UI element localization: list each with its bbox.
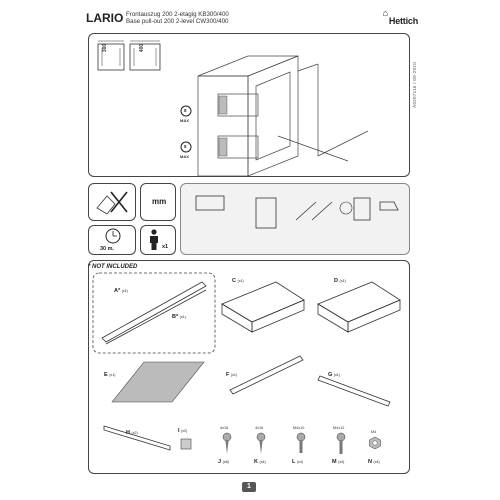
header: LARIO Frontauszug 200 2-etagig KB300/400…: [86, 8, 414, 28]
part-c-label: C (x1): [232, 278, 244, 284]
screw-m-size: M4x12: [333, 426, 345, 430]
persons-label: x1: [162, 244, 169, 250]
part-g-label: G (x1): [328, 372, 341, 378]
max-load-lower-value: 8: [184, 144, 187, 149]
part-k-label: K (x4): [254, 459, 266, 465]
header-description: Frontauszug 200 2-etagig KB300/400 Base …: [126, 11, 229, 25]
cabinet-width-300: 300: [102, 43, 109, 53]
no-drill-panel: [88, 183, 136, 221]
mm-label: mm: [152, 197, 167, 206]
bracket-h-drawing: [103, 425, 171, 451]
screw-l-size: M4x10: [293, 426, 305, 430]
screw-k-size: 4x16: [255, 426, 264, 430]
base-sheet-e-drawing: [111, 361, 205, 403]
drawer-c-drawing: [221, 281, 305, 333]
page-number: 1: [242, 482, 256, 492]
instruction-page: LARIO Frontauszug 200 2-etagig KB300/400…: [78, 0, 422, 500]
document-code: A0207116 / 09-2010: [412, 62, 417, 108]
max-load-upper-label: MAX: [180, 118, 189, 123]
screw-j-icon: [222, 432, 232, 454]
product-name: LARIO: [86, 11, 124, 25]
cube-i-drawing: [180, 438, 192, 450]
nut-n-icon: [369, 436, 381, 450]
cabinet-400-icon: [129, 40, 161, 71]
max-load-lower-label: MAX: [180, 154, 189, 159]
person-icon: [150, 229, 158, 250]
max-load-upper-icon: [180, 105, 192, 117]
tools-drawing: [195, 195, 399, 229]
screw-j-size: 4x16: [220, 426, 229, 430]
drill-crossed-icon: [96, 191, 128, 215]
header-line-en: Base pull-out 200 2-level CW300/400: [126, 18, 229, 25]
part-h-label: H (x2): [126, 430, 138, 436]
time-label: 30 m.: [100, 246, 115, 252]
not-included-label: * NOT INCLUDED: [88, 264, 138, 270]
mm-panel: [140, 183, 176, 221]
nut-n-size: M4: [371, 430, 377, 434]
tools-panel: [180, 183, 410, 255]
max-load-lower-icon: [180, 141, 192, 153]
screw-m-icon: [336, 432, 346, 454]
time-panel: [88, 225, 136, 255]
cabinet-300-icon: [97, 40, 125, 71]
hettich-logo-icon: ⌂: [382, 8, 388, 18]
rail-g-drawing: [317, 375, 391, 407]
part-b-label: B* (x1): [172, 314, 186, 320]
brand-name: Hettich: [388, 16, 418, 26]
not-included-box: [92, 272, 216, 354]
part-f-label: F (x1): [226, 372, 238, 378]
drawer-d-drawing: [317, 281, 401, 333]
cabinet-width-400: 400: [139, 43, 146, 53]
part-j-label: J (x8): [218, 459, 229, 465]
part-e-label: E (x1): [104, 372, 116, 378]
part-l-label: L (x4): [292, 459, 303, 465]
clock-icon: [105, 228, 121, 244]
cabinet-drawing: [197, 55, 369, 177]
header-line-de: Frontauszug 200 2-etagig KB300/400: [126, 10, 229, 18]
part-n-label: N (x4): [368, 459, 380, 465]
screw-k-icon: [256, 432, 266, 454]
overview-panel: [88, 33, 410, 177]
max-load-upper-value: 8: [184, 108, 187, 113]
rail-f-drawing: [229, 355, 304, 395]
part-a-label: A* (x1): [114, 288, 128, 294]
part-i-label: I (x2): [178, 428, 188, 434]
part-m-label: M (x4): [332, 459, 345, 465]
screw-l-icon: [296, 432, 306, 453]
part-d-label: D (x1): [334, 278, 346, 284]
